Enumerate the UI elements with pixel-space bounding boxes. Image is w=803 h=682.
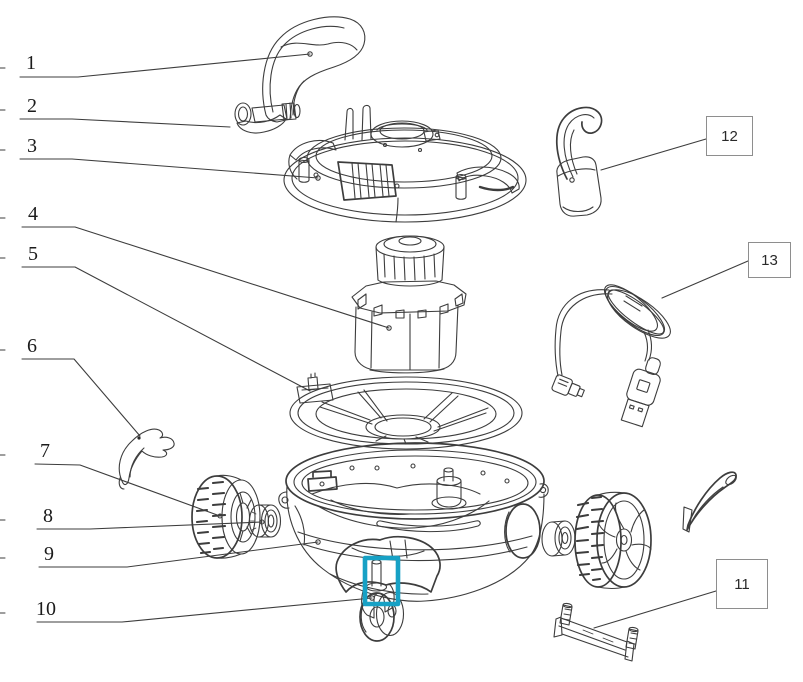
callout-3: 3 bbox=[27, 135, 37, 157]
callout-8: 8 bbox=[43, 505, 53, 527]
callout-2: 2 bbox=[27, 95, 37, 117]
part-bearing-right bbox=[541, 520, 576, 557]
callout-box-13-label: 13 bbox=[761, 251, 778, 269]
callout-6: 6 bbox=[27, 335, 37, 357]
callout-10: 10 bbox=[36, 598, 56, 620]
part-lower-body bbox=[278, 442, 549, 602]
callout-5: 5 bbox=[28, 243, 38, 265]
part-bottom-bar bbox=[553, 602, 639, 662]
part-caster-wheel bbox=[359, 559, 405, 642]
highlight-box bbox=[362, 555, 401, 607]
callout-4: 4 bbox=[28, 203, 38, 225]
part-motor-unit bbox=[351, 235, 467, 374]
callout-box-13: 13 bbox=[748, 242, 791, 278]
part-wheel-left bbox=[191, 474, 261, 559]
part-usb-cable bbox=[551, 284, 671, 428]
part-flap-bracket bbox=[118, 428, 175, 490]
part-handle-mount bbox=[234, 102, 301, 134]
part-handle bbox=[262, 16, 366, 123]
leader-lines bbox=[0, 53, 749, 629]
part-side-bracket bbox=[682, 471, 737, 533]
callout-box-12-label: 12 bbox=[721, 127, 738, 145]
callout-box-11: 11 bbox=[716, 559, 768, 609]
part-filter-plate bbox=[289, 372, 523, 450]
part-hook-tool bbox=[555, 106, 603, 217]
callout-1: 1 bbox=[26, 52, 36, 74]
callout-box-12: 12 bbox=[706, 116, 753, 156]
part-wheel-right bbox=[574, 491, 652, 590]
part-top-cover bbox=[283, 104, 527, 223]
part-bearing-left bbox=[248, 504, 282, 538]
callout-box-11-label: 11 bbox=[734, 575, 750, 593]
callout-7: 7 bbox=[40, 440, 50, 462]
callout-9: 9 bbox=[44, 543, 54, 565]
leader-endpoint-dots bbox=[217, 51, 392, 601]
